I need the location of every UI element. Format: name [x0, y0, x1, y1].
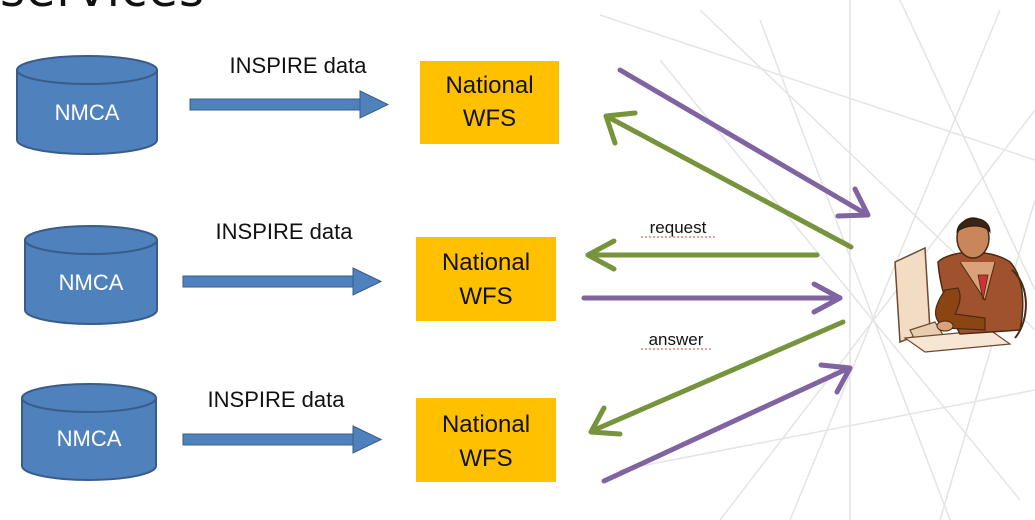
request-arrow-1: [617, 67, 871, 219]
inspire-data-label: INSPIRE data: [208, 387, 346, 412]
user-at-computer-icon: [894, 217, 1027, 353]
inspire-data-arrow: [182, 425, 383, 454]
inspire-data-arrow: [182, 267, 383, 296]
nmca-database: NMCA: [16, 55, 158, 155]
wfs-label-line1: National: [442, 249, 530, 276]
wfs-label-line1: National: [442, 411, 530, 438]
wfs-label-line2: WFS: [459, 283, 512, 310]
request-arrow-2: [581, 281, 843, 315]
answer-arrow-3: [588, 319, 846, 437]
wfs-label-line2: WFS: [463, 105, 516, 132]
page-title: services: [0, 0, 205, 14]
answer-arrows: [585, 110, 854, 437]
nmca-database: NMCA: [21, 383, 157, 481]
answer-arrow-1: [603, 110, 854, 250]
row-3: NMCA INSPIRE data National WFS: [21, 383, 556, 482]
request-arrow-3: [601, 362, 853, 484]
database-label: NMCA: [57, 426, 122, 451]
national-wfs-box: National WFS: [416, 398, 556, 482]
answer-label: answer: [649, 330, 704, 349]
row-1: NMCA INSPIRE data National WFS: [16, 53, 559, 155]
inspire-data-arrow: [189, 90, 390, 119]
wfs-label-line1: National: [445, 72, 533, 99]
inspire-data-label: INSPIRE data: [230, 53, 368, 78]
row-2: NMCA INSPIRE data National WFS: [24, 219, 556, 325]
national-wfs-box: National WFS: [416, 237, 556, 321]
answer-arrow-2: [585, 238, 820, 272]
request-arrows: [581, 67, 871, 484]
database-label: NMCA: [59, 270, 124, 295]
database-label: NMCA: [55, 100, 120, 125]
inspire-data-label: INSPIRE data: [216, 219, 354, 244]
nmca-database: NMCA: [24, 225, 158, 325]
request-label: request: [650, 218, 707, 237]
wfs-label-line2: WFS: [459, 445, 512, 472]
national-wfs-box: National WFS: [420, 61, 559, 144]
